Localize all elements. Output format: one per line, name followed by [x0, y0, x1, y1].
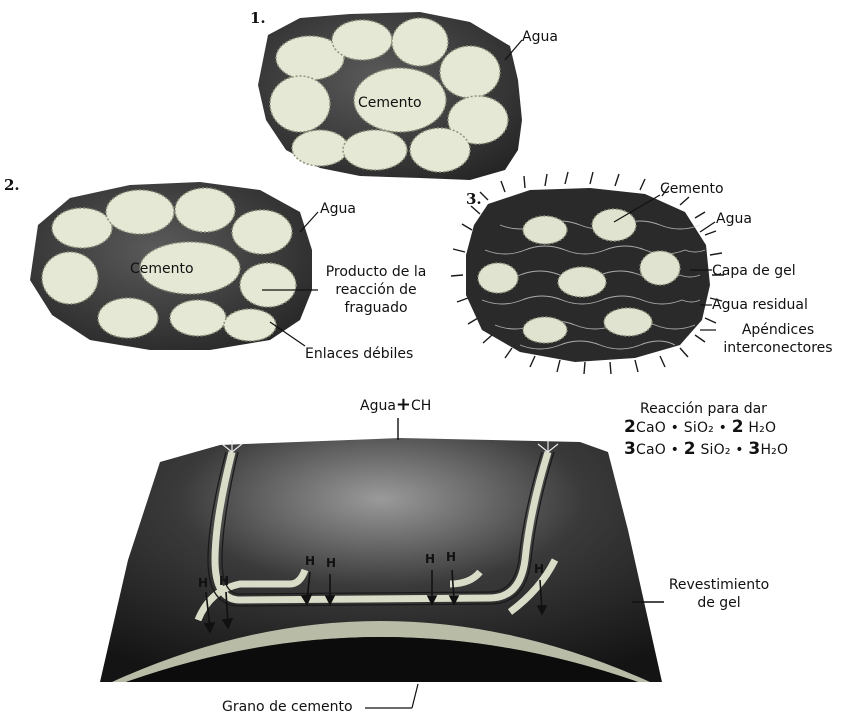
panel-1-agua-label: Agua: [522, 28, 558, 46]
revestimiento-line-2: de gel: [664, 594, 774, 612]
panel-2-agua-label: Agua: [320, 200, 356, 218]
revestimiento-label: Revestimiento de gel: [664, 576, 774, 612]
revestimiento-line-1: Revestimiento: [664, 576, 774, 594]
panel-3-agua-residual-label: Agua residual: [712, 296, 808, 314]
reaccion-title: Reacción para dar: [640, 400, 767, 418]
panel-1-cemento-label: Cemento: [358, 94, 422, 112]
formula-2-text-1: CaO •: [636, 442, 684, 458]
formula-2-text-3: H₂O: [760, 442, 788, 458]
panel-2-cemento-label: Cemento: [130, 260, 194, 278]
formula-1-coef-1: 2: [624, 417, 636, 437]
panel-3-apendices-line-2: interconectores: [712, 339, 844, 357]
h-marker: H: [446, 550, 456, 564]
panel-3-cemento-label: Cemento: [660, 180, 724, 198]
panel-3-agua-label: Agua: [716, 210, 752, 228]
panel-2-producto-line-2: reacción de: [318, 281, 434, 299]
panel-2-producto-line-1: Producto de la: [318, 263, 434, 281]
panel-3-capa-gel-label: Capa de gel: [712, 262, 796, 280]
panel-2-number: 2.: [4, 176, 20, 194]
formula-1-text-2: H₂O: [744, 420, 776, 436]
formula-2-coef-3: 3: [748, 439, 760, 459]
formula-1-text-1: CaO • SiO₂ •: [636, 420, 732, 436]
h-marker: H: [326, 556, 336, 570]
panel-3-cluster: [451, 172, 724, 374]
hydration-dome: [100, 418, 664, 708]
grano-label: Grano de cemento: [222, 698, 353, 716]
panel-3-agua-leader: [700, 222, 715, 232]
reaccion-formula-2: 3CaO • 2 SiO₂ • 3H₂O: [624, 440, 788, 459]
panel-2-producto-label: Producto de la reacción de fraguado: [318, 263, 434, 317]
h-marker: H: [534, 562, 544, 576]
h-marker: H: [198, 576, 208, 590]
panel-3-number: 3.: [466, 190, 482, 208]
formula-2-text-2: SiO₂ •: [696, 442, 749, 458]
formula-2-coef-1: 3: [624, 439, 636, 459]
agua-ch-label: Agua+CH: [360, 396, 431, 415]
reaccion-formula-1: 2CaO • SiO₂ • 2 H₂O: [624, 418, 776, 437]
panel-1-number: 1.: [250, 9, 266, 27]
panel-2-enlaces-label: Enlaces débiles: [305, 345, 413, 363]
formula-1-coef-2: 2: [732, 417, 744, 437]
formula-2-coef-2: 2: [684, 439, 696, 459]
h-marker: H: [425, 552, 435, 566]
panel-3-apendices-label: Apéndices interconectores: [712, 321, 844, 357]
agua-ch-agua: Agua: [360, 398, 396, 414]
grano-leader-v: [412, 684, 418, 708]
h-marker: H: [305, 554, 315, 568]
panel-2-producto-line-3: fraguado: [318, 299, 434, 317]
agua-ch-ch: CH: [411, 398, 431, 414]
panel-3-apendices-line-1: Apéndices: [712, 321, 844, 339]
agua-ch-plus: +: [396, 394, 411, 415]
h-marker: H: [219, 574, 229, 588]
